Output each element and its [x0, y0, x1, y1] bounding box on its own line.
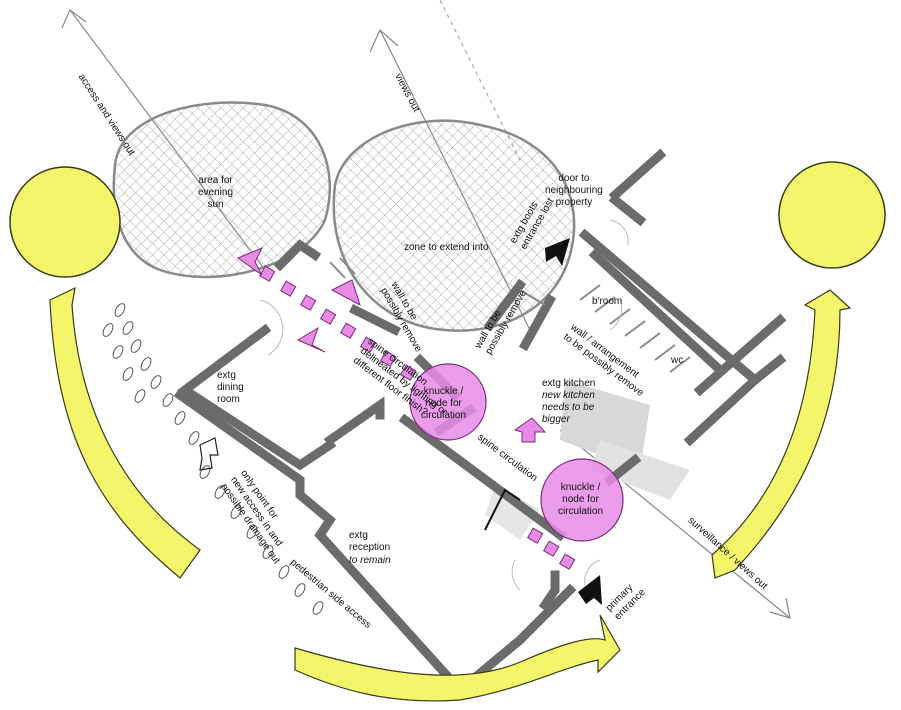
- pedestrian-access-arrow-icon: [199, 437, 219, 471]
- label-extg-dining: extg dining room: [217, 370, 244, 405]
- stair-outline: [484, 488, 521, 531]
- label-wc: wc: [671, 355, 684, 366]
- hatched-zones: [112, 101, 576, 332]
- label-zone-extend: zone to extend into: [404, 242, 489, 253]
- label-knuckle-2: knuckle / node for circulation: [558, 482, 604, 517]
- label-broom: b'room: [592, 296, 623, 307]
- label-extg-kitchen: extg kitchen: [542, 378, 596, 389]
- label-area-evening-sun: area for evening sun: [198, 175, 234, 210]
- circulation-arrow-icon: [236, 247, 547, 443]
- label-to-remain: to remain: [349, 555, 391, 566]
- extend-zone: [332, 119, 576, 332]
- kitchen-shaded-areas: [485, 380, 690, 540]
- evening-sun-zone: [112, 101, 332, 279]
- sun-icon: [9, 161, 886, 278]
- door-swings: [259, 219, 629, 591]
- tree-icon: [102, 303, 324, 615]
- sun-path-arrow-icon: [49, 286, 852, 702]
- entrance-arrow-icon: [545, 238, 602, 605]
- label-new-kitchen: new kitchen needs to be bigger: [542, 390, 595, 425]
- circulation-squares: [258, 265, 576, 570]
- label-knuckle-1: knuckle / node for circulation: [421, 386, 467, 421]
- knuckle-nodes: [409, 363, 624, 542]
- label-extg-reception: extg reception: [349, 530, 391, 553]
- label-door-neighbouring: door to neighbouring property: [545, 173, 603, 208]
